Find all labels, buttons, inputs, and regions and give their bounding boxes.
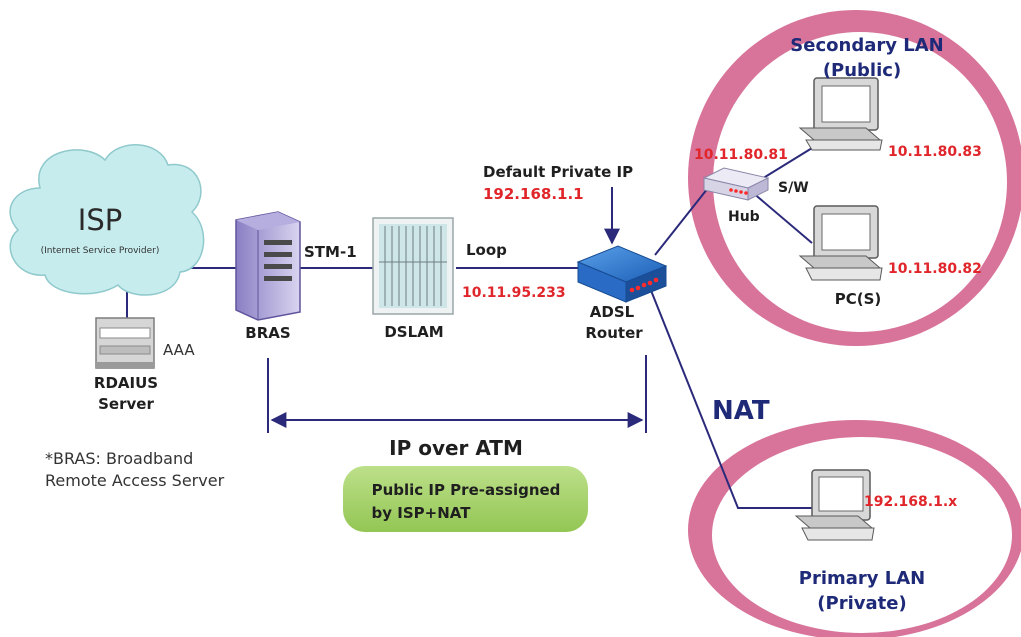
bras-label: BRAS (245, 324, 290, 342)
router-label: Router (585, 324, 643, 342)
hub-label: Hub (728, 209, 760, 225)
pc-icon-3 (794, 469, 875, 541)
rdaius-server-label: Server (98, 395, 154, 413)
hub-pc2-link (751, 191, 813, 244)
nat-label: NAT (712, 396, 770, 426)
secondary-lan-title: Secondary LAN (790, 35, 943, 56)
sw-label: S/W (778, 180, 809, 196)
pc2-ip-label: 10.11.80.82 (888, 261, 982, 277)
radius-server-icon (95, 317, 155, 369)
private-pc-ip-label: 192.168.1.x (864, 494, 957, 510)
primary-lan-subtitle: (Private) (817, 593, 906, 614)
hub-ip-label: 10.11.80.81 (694, 147, 788, 163)
secondary-lan-subtitle: (Public) (823, 60, 901, 81)
primary-lan-title: Primary LAN (799, 568, 925, 589)
rdaius-label: RDAIUS (94, 374, 158, 392)
pc-icon-1 (798, 77, 883, 151)
bras-server-icon (235, 211, 301, 321)
stm1-label: STM-1 (304, 243, 357, 261)
pc-icon-2 (798, 205, 883, 281)
router-hub-link (654, 187, 709, 256)
loop-label: Loop (466, 241, 507, 259)
isp-cloud: ISP (Internet Service Provider) (9, 144, 205, 296)
public-ip-box-line2: by ISP+NAT (372, 504, 472, 522)
hub-icon (702, 167, 770, 201)
isp-subtitle: (Internet Service Provider) (41, 246, 160, 256)
default-private-ip-value: 192.168.1.1 (483, 185, 584, 203)
ip-over-atm-label: IP over ATM (389, 436, 523, 460)
adsl-label: ADSL (590, 303, 635, 321)
aaa-label: AAA (163, 341, 195, 359)
default-private-ip-label: Default Private IP (483, 163, 633, 181)
pcs-label: PC(S) (835, 290, 882, 308)
dslam-label: DSLAM (384, 323, 443, 341)
secondary-lan-ring (688, 10, 1021, 346)
bras-note-line1: *BRAS: Broadband (45, 449, 193, 468)
isp-title: ISP (78, 203, 122, 237)
public-ip-box (343, 466, 588, 532)
wan-ip-label: 10.11.95.233 (462, 285, 566, 301)
bras-note-line2: Remote Access Server (45, 471, 225, 490)
dslam-icon (372, 217, 454, 315)
pc1-ip-label: 10.11.80.83 (888, 144, 982, 160)
public-ip-box-line1: Public IP Pre-assigned (372, 481, 561, 499)
adsl-router-icon (576, 245, 668, 303)
router-primary-link (649, 287, 812, 509)
